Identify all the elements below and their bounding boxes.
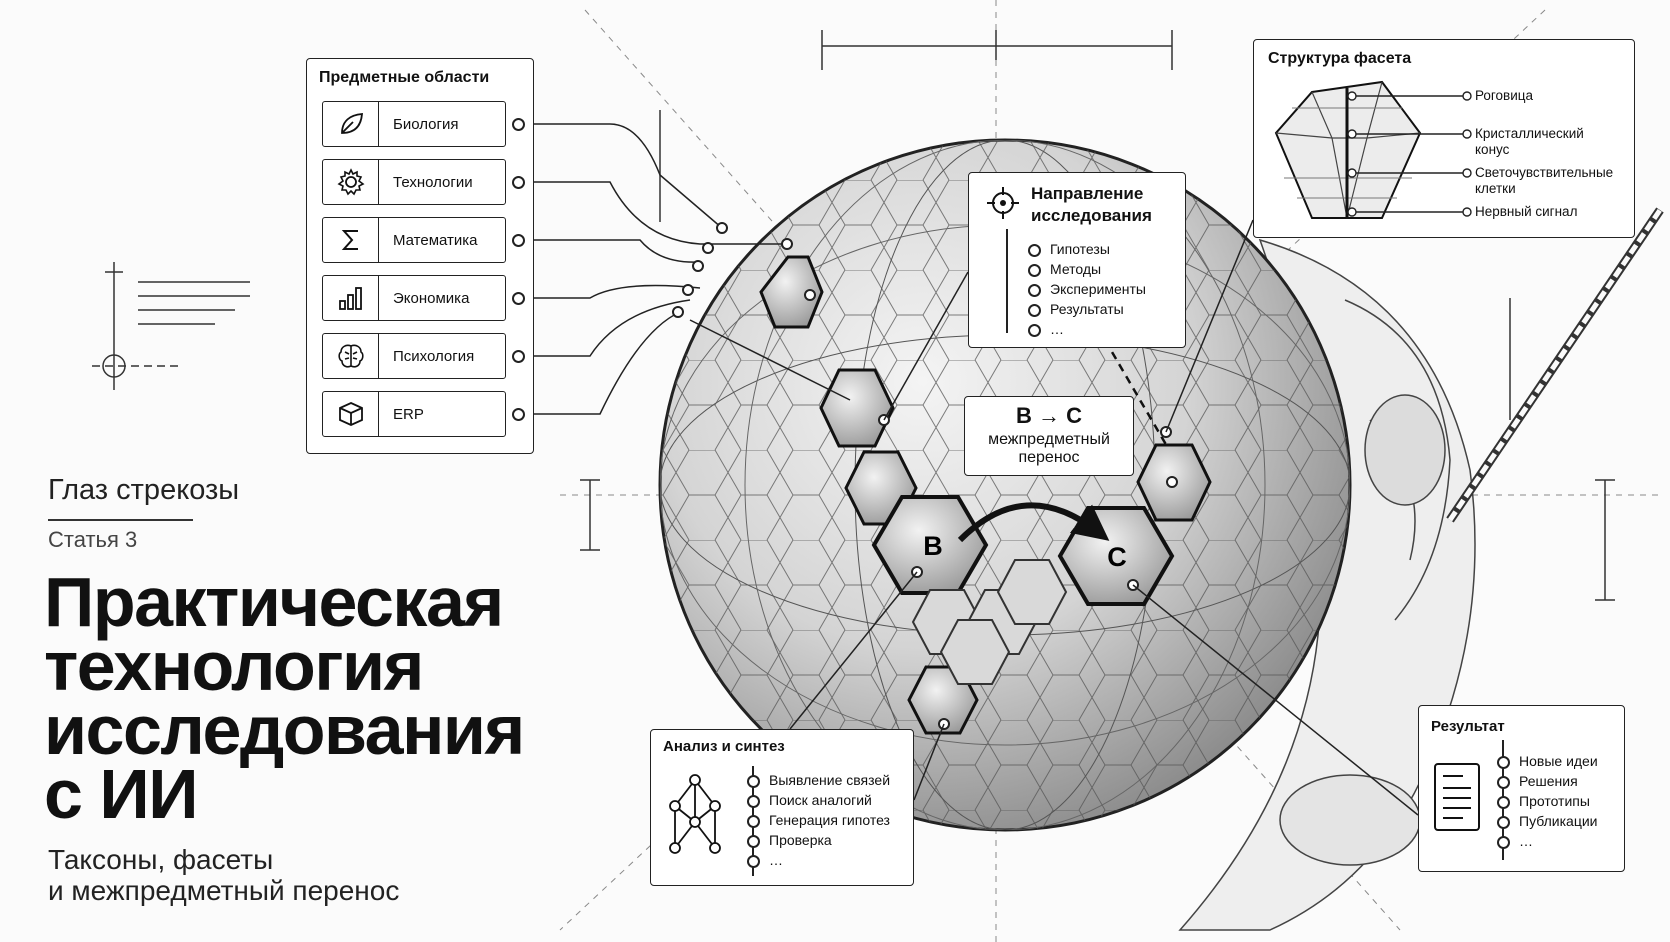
subject-port: [512, 408, 525, 421]
list-item: Поиск аналогий: [747, 790, 890, 810]
drafting-glyph: [92, 262, 250, 390]
kicker-divider: [48, 519, 193, 521]
panel-connectors: [789, 219, 1419, 816]
title-line: исследования: [44, 691, 525, 769]
result-title: Результат: [1431, 718, 1505, 735]
subject-item-economics[interactable]: Экономика: [322, 275, 525, 321]
subject-port: [512, 292, 525, 305]
sigma-icon: [323, 218, 379, 262]
direction-title-line: исследования: [1031, 206, 1152, 225]
subject-areas-title: Предметные области: [319, 69, 490, 86]
facet-structure-panel: Структура фасета Роговица Кристаллически…: [1253, 39, 1635, 238]
result-panel: Результат Новые идеи Решения Прототипы П…: [1418, 705, 1625, 872]
subject-port: [512, 234, 525, 247]
list-item: Публикации: [1497, 811, 1598, 831]
bar-chart-icon: [323, 276, 379, 320]
cube-icon: [323, 392, 379, 436]
transfer-arrow: [957, 502, 1110, 543]
list-item: …: [747, 850, 890, 870]
transfer-desc-line: межпредметный: [988, 431, 1110, 448]
facet-chain: [759, 255, 1212, 735]
list-item: Прототипы: [1497, 791, 1598, 811]
crosshair-icon: [987, 187, 1019, 219]
title-line: с ИИ: [44, 755, 199, 833]
subtitle-line: Таксоны, фасеты: [48, 844, 274, 875]
subject-label: Биология: [393, 115, 459, 133]
page-title: Практическая технология исследования с И…: [44, 563, 634, 833]
list-item: Проверка: [747, 830, 890, 850]
page-subtitle: Таксоны, фасеты и межпредметный перенос: [48, 844, 399, 906]
subject-label: Технологии: [393, 173, 473, 191]
dashed-path: [1103, 339, 1170, 449]
subject-item-erp[interactable]: ERP: [322, 391, 525, 437]
subject-port: [512, 118, 525, 131]
dimension-lines: [580, 30, 1615, 601]
subject-item-math[interactable]: Математика: [322, 217, 525, 263]
subject-label: ERP: [393, 405, 424, 423]
list-item: Решения: [1497, 771, 1598, 791]
subtitle-line: и межпредметный перенос: [48, 875, 400, 906]
facet-label-photoreceptors: Светочувствительные клетки: [1475, 165, 1613, 197]
direction-list: Гипотезы Методы Эксперименты Результаты …: [1028, 239, 1146, 339]
brain-icon: [323, 334, 379, 378]
research-direction-panel: Направление исследования Гипотезы Методы…: [968, 172, 1186, 348]
list-item: …: [1497, 831, 1598, 851]
subject-label: Математика: [393, 231, 478, 249]
facet-cluster-below: [911, 559, 1068, 685]
list-spine: [1006, 229, 1008, 333]
gear-icon: [323, 160, 379, 204]
node-c-label: C: [1107, 542, 1127, 572]
direction-title-line: Направление: [1031, 184, 1144, 203]
transfer-box: B → C межпредметный перенос: [964, 396, 1134, 476]
list-item: Эксперименты: [1028, 279, 1146, 299]
subject-port: [512, 350, 525, 363]
network-graph-icon: [669, 774, 721, 854]
list-item: Выявление связей: [747, 770, 890, 790]
subject-item-biology[interactable]: Биология: [322, 101, 525, 147]
subject-label: Психология: [393, 347, 475, 365]
facet-label-line: Светочувствительные: [1475, 165, 1614, 180]
transfer-description: межпредметный перенос: [965, 431, 1133, 467]
facet-cross-section-diagram: [1274, 80, 1472, 219]
analysis-list: Выявление связей Поиск аналогий Генераци…: [747, 770, 890, 870]
list-item: Гипотезы: [1028, 239, 1146, 259]
facet-label-line: Нервный сигнал: [1475, 204, 1578, 219]
list-item: …: [1028, 319, 1146, 339]
subject-areas-panel: Предметные области Биология Технологии М…: [306, 58, 534, 454]
subject-item-technology[interactable]: Технологии: [322, 159, 525, 205]
transfer-pair: B → C: [1016, 403, 1082, 428]
list-item: Генерация гипотез: [747, 810, 890, 830]
facet-title: Структура фасета: [1268, 50, 1412, 67]
analysis-title: Анализ и синтез: [663, 738, 785, 755]
leaf-icon: [323, 102, 379, 146]
facet-label-cornea: Роговица: [1475, 88, 1533, 104]
direction-title: Направление исследования: [1031, 183, 1152, 227]
subject-label: Экономика: [393, 289, 470, 307]
list-item: Новые идеи: [1497, 751, 1598, 771]
facet-label-line: Кристаллический: [1475, 126, 1584, 141]
facet-label-line: Роговица: [1475, 88, 1534, 103]
list-item: Методы: [1028, 259, 1146, 279]
facet-label-line: конус: [1475, 142, 1510, 157]
transfer-desc-line: перенос: [1018, 449, 1080, 466]
node-b-label: B: [923, 531, 943, 561]
series-kicker: Глаз стрекозы: [48, 474, 240, 506]
facet-label-crystalline-cone: Кристаллический конус: [1475, 126, 1584, 158]
facet-label-line: клетки: [1475, 181, 1516, 196]
result-list: Новые идеи Решения Прототипы Публикации …: [1497, 751, 1598, 851]
title-line: технология: [44, 627, 424, 705]
document-icon: [1434, 763, 1480, 831]
analysis-synthesis-panel: Анализ и синтез Выявление связей Поиск а…: [650, 729, 914, 886]
subject-port: [512, 176, 525, 189]
article-number: Статья 3: [48, 527, 138, 552]
list-item: Результаты: [1028, 299, 1146, 319]
title-line: Практическая: [44, 563, 504, 641]
subject-connectors: [520, 123, 851, 415]
subject-item-psychology[interactable]: Психология: [322, 333, 525, 379]
facet-label-nerve-signal: Нервный сигнал: [1475, 204, 1577, 220]
